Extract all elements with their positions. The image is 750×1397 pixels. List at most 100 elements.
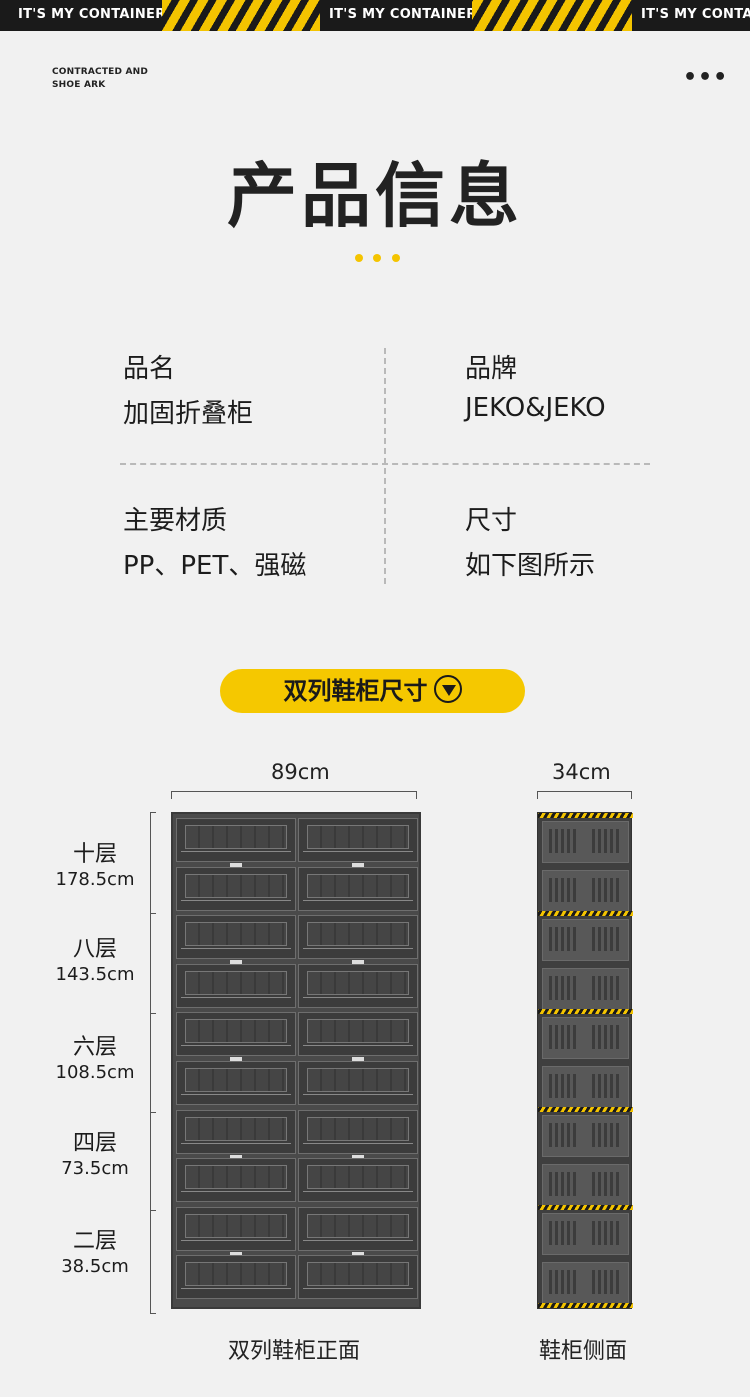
level-height: 38.5cm <box>61 1256 129 1277</box>
cabinet-side-unit <box>542 821 629 863</box>
hazard-stripe <box>162 0 320 31</box>
dot-icon <box>373 254 381 262</box>
ruler-tick <box>150 913 156 914</box>
cabinet-drawer <box>298 1012 418 1057</box>
height-ruler <box>150 812 156 1314</box>
level-six: 六层 108.5cm <box>40 1035 150 1085</box>
side-depth-label: 34cm <box>552 760 611 784</box>
divider-horizontal <box>120 463 650 465</box>
cabinet-side-unit <box>542 968 629 1010</box>
size-label: 尺寸 <box>465 506 518 536</box>
drawer-label-tag <box>352 1057 364 1063</box>
cabinet-drawer <box>298 818 418 862</box>
brand-line: SHOE ARK <box>52 80 106 90</box>
hazard-stripe <box>538 1205 633 1210</box>
cabinet-front-image <box>171 812 421 1309</box>
side-caption: 鞋柜侧面 <box>539 1339 628 1364</box>
ruler-tick <box>150 1013 156 1014</box>
ruler-tick <box>150 1210 156 1211</box>
product-name-value: 加固折叠柜 <box>123 399 254 429</box>
level-height: 178.5cm <box>55 869 135 890</box>
level-two: 二层 38.5cm <box>40 1229 150 1279</box>
size-value: 如下图所示 <box>465 551 596 581</box>
cabinet-drawer <box>298 1206 418 1251</box>
ruler-tick <box>150 1112 156 1113</box>
hazard-stripe <box>472 0 632 31</box>
cabinet-drawer <box>176 1255 296 1300</box>
ruler-tick <box>150 1313 156 1314</box>
cabinet-drawer <box>176 818 296 862</box>
drawer-label-tag <box>230 1057 242 1063</box>
material-label: 主要材质 <box>123 506 228 536</box>
cabinet-drawer <box>176 1206 296 1251</box>
level-name: 六层 <box>72 1035 117 1060</box>
drawer-label-tag <box>352 863 364 868</box>
product-name-label: 品名 <box>123 354 176 384</box>
cabinet-side-unit <box>542 1262 629 1304</box>
brand-label: 品牌 <box>465 354 518 384</box>
cabinet-side-image <box>537 812 633 1309</box>
more-menu-button[interactable]: ••• <box>683 65 729 90</box>
divider-vertical <box>384 348 386 584</box>
cabinet-column-right <box>298 818 418 1305</box>
cabinet-drawer <box>176 866 296 911</box>
drawer-label-tag <box>352 960 364 966</box>
dot-icon <box>392 254 400 262</box>
dot-icon <box>355 254 363 262</box>
arrow-down-circle-icon <box>433 675 462 703</box>
cabinet-side-unit <box>542 1164 629 1206</box>
drawer-label-tag <box>352 1251 364 1257</box>
cabinet-drawer <box>298 1158 418 1203</box>
drawer-label-tag <box>230 960 242 966</box>
level-height: 73.5cm <box>61 1158 129 1179</box>
cabinet-side-unit <box>542 1017 629 1059</box>
front-width-label: 89cm <box>271 760 330 784</box>
section-pill-label: 双列鞋柜尺寸 <box>283 677 428 705</box>
level-height: 108.5cm <box>55 1062 135 1083</box>
cabinet-drawer <box>176 963 296 1008</box>
drawer-label-tag <box>352 1154 364 1160</box>
hazard-stripe <box>538 1107 633 1112</box>
section-pill: 双列鞋柜尺寸 <box>220 669 525 713</box>
level-eight: 八层 143.5cm <box>40 937 150 987</box>
drawer-label-tag <box>230 1154 242 1160</box>
hazard-stripe <box>538 1303 633 1308</box>
hazard-stripe <box>538 1009 633 1014</box>
brand-value: JEKO&JEKO <box>465 393 606 423</box>
level-name: 四层 <box>72 1131 117 1156</box>
level-name: 二层 <box>72 1229 117 1254</box>
hazard-stripe <box>538 911 633 916</box>
level-ten: 十层 178.5cm <box>40 842 150 892</box>
cabinet-side-unit <box>542 1066 629 1108</box>
cabinet-drawer <box>176 1109 296 1154</box>
cabinet-drawer <box>298 915 418 960</box>
banner-text: IT'S MY CONTAINER <box>329 7 477 22</box>
drawer-label-tag <box>230 1251 242 1257</box>
level-height: 143.5cm <box>55 964 135 985</box>
cabinet-drawer <box>298 866 418 911</box>
cabinet-drawer <box>298 1109 418 1154</box>
cabinet-drawer <box>298 963 418 1008</box>
cabinet-drawer <box>298 1061 418 1105</box>
hazard-stripe <box>538 813 633 818</box>
top-banner: IT'S MY CONTAINER IT'S MY CONTAINER IT'S… <box>0 0 750 31</box>
cabinet-side-unit <box>542 1213 629 1255</box>
banner-text: IT'S MY CONTAINER <box>18 7 166 22</box>
cabinet-drawer <box>176 1012 296 1057</box>
cabinet-drawer <box>176 1061 296 1105</box>
cabinet-column-left <box>176 818 296 1305</box>
side-depth-line <box>537 791 632 799</box>
drawer-label-tag <box>230 863 242 868</box>
banner-text: IT'S MY CONTAI <box>641 7 750 22</box>
decor-dots <box>355 254 405 264</box>
cabinet-drawer <box>176 1158 296 1203</box>
cabinet-side-unit <box>542 870 629 912</box>
front-caption: 双列鞋柜正面 <box>228 1339 361 1364</box>
cabinet-side-unit <box>542 1115 629 1157</box>
front-width-line <box>171 791 417 799</box>
brand-line: CONTRACTED AND <box>52 67 149 77</box>
cabinet-drawer <box>176 915 296 960</box>
cabinet-drawer <box>298 1255 418 1300</box>
level-name: 八层 <box>72 937 117 962</box>
cabinet-side-unit <box>542 919 629 961</box>
